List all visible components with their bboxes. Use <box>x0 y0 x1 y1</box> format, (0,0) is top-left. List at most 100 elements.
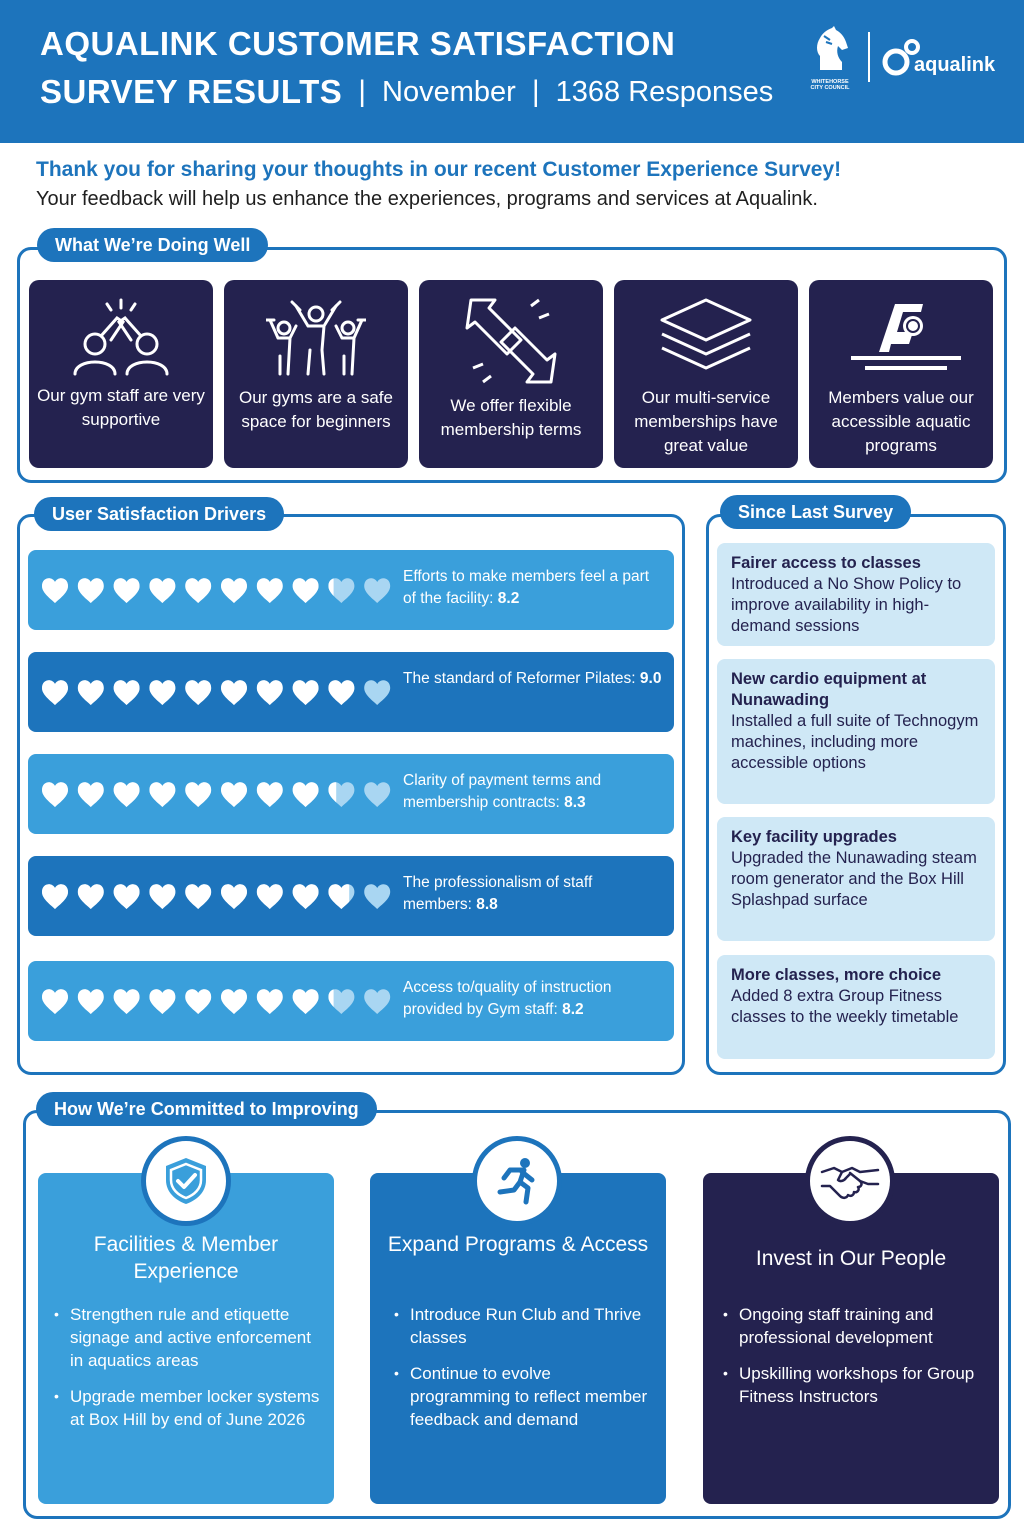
well-card-text: Our gym staff are very supportive <box>37 386 205 429</box>
heart-icon <box>364 782 391 807</box>
intro-title: Thank you for sharing your thoughts in o… <box>36 158 842 181</box>
heart-icon <box>292 884 319 909</box>
well-card-text: We offer flexible membership terms <box>440 396 582 439</box>
heart-icon <box>77 680 104 705</box>
heart-icon <box>364 680 391 705</box>
heart-icon <box>113 884 140 909</box>
driver-row: Clarity of payment terms and membership … <box>28 754 674 834</box>
commit-icon-circle <box>805 1136 895 1226</box>
driver-score: 8.3 <box>564 794 586 811</box>
logo-divider <box>868 32 870 82</box>
survey-month: November <box>382 76 516 108</box>
heart-icon <box>256 989 283 1014</box>
intro-subtitle: Your feedback will help us enhance the e… <box>36 188 818 210</box>
doing-well-section <box>17 247 1007 483</box>
heart-icon <box>77 578 104 603</box>
commit-card-title: Expand Programs & Access <box>387 1233 649 1256</box>
commit-bullets: Ongoing staff training and professional … <box>723 1303 987 1421</box>
heart-icon <box>256 782 283 807</box>
heart-icon <box>328 884 355 909</box>
heart-icon <box>221 884 247 909</box>
commit-card-title: Invest in Our People <box>755 1247 947 1270</box>
commit-bullets: Strengthen rule and etiquette signage an… <box>54 1303 322 1444</box>
heart-icon <box>185 782 212 807</box>
commit-card-people: Invest in Our People Ongoing staff train… <box>703 1173 999 1504</box>
aqualink-wordmark: aqualink <box>914 54 996 76</box>
commit-icon-circle <box>472 1136 562 1226</box>
heart-icon <box>42 782 68 807</box>
page-subtitle: SURVEY RESULTS | November | 1368 Respons… <box>40 74 773 110</box>
driver-label: The professionalism of staff members: 8.… <box>403 874 593 913</box>
commit-card-facilities: Facilities & Member Experience Strengthe… <box>38 1173 334 1504</box>
since-card-text: Introduced a No Show Policy to improve a… <box>731 575 962 635</box>
commit-card-programs: Expand Programs & Access Introduce Run C… <box>370 1173 666 1504</box>
handshake-icon <box>820 1166 880 1200</box>
since-card-title: More classes, more choice <box>731 966 942 984</box>
council-name: WHITEHORSE CITY COUNCIL <box>810 79 850 91</box>
heart-icon <box>77 989 104 1014</box>
heart-icon <box>256 680 283 705</box>
heart-icon <box>256 578 283 603</box>
heart-icon <box>364 578 391 603</box>
since-card-text: Added 8 extra Group Fitness classes to t… <box>731 987 959 1026</box>
heart-icon <box>221 578 247 603</box>
heart-icon <box>113 989 140 1014</box>
commit-bullet: Strengthen rule and etiquette signage an… <box>54 1303 322 1372</box>
page-title: AQUALINK CUSTOMER SATISFACTION <box>40 25 676 62</box>
heart-rating <box>42 680 391 705</box>
heart-icon <box>185 578 212 603</box>
commit-bullets: Introduce Run Club and Thrive classes Co… <box>394 1303 654 1444</box>
council-logo: WHITEHORSE CITY COUNCIL <box>806 26 854 92</box>
commit-card-title: Facilities & Member Experience <box>93 1233 279 1283</box>
heart-icon <box>113 680 140 705</box>
heart-icon <box>221 782 247 807</box>
driver-row: Access to/quality of instruction provide… <box>28 961 674 1041</box>
since-card-title: Key facility upgrades <box>731 828 897 846</box>
since-card-text: Upgraded the Nunawading steam room gener… <box>731 849 977 909</box>
high-five-icon <box>73 298 169 376</box>
layers-icon <box>660 298 752 370</box>
aqualink-logo: aqualink <box>882 36 1006 82</box>
driver-row: The professionalism of staff members: 8.… <box>28 856 674 936</box>
heart-icon <box>42 578 68 603</box>
logo-area: WHITEHORSE CITY COUNCIL aqualink <box>806 26 1006 92</box>
well-card-flexible: We offer flexible membership terms <box>419 280 603 468</box>
heart-icon <box>185 680 212 705</box>
commit-bullet: Introduce Run Club and Thrive classes <box>394 1303 654 1349</box>
horse-logo-icon <box>817 26 848 70</box>
heart-rating <box>42 989 391 1014</box>
heart-icon <box>185 884 212 909</box>
heart-icon <box>42 680 68 705</box>
heart-icon <box>149 782 176 807</box>
heart-rating <box>42 782 391 807</box>
heart-icon <box>77 884 104 909</box>
since-card-text: Installed a full suite of Technogym mach… <box>731 712 979 772</box>
heart-icon <box>328 782 355 807</box>
commit-bullet: Ongoing staff training and professional … <box>723 1303 987 1349</box>
well-card-text: Our gyms are a safe space for beginners <box>238 388 393 431</box>
heart-icon <box>149 989 176 1014</box>
since-heading: Since Last Survey <box>720 495 912 529</box>
doing-well-heading: What We’re Doing Well <box>37 228 269 262</box>
heart-icon <box>328 680 355 705</box>
driver-score: 9.0 <box>639 670 662 687</box>
since-card-title: New cardio equipment at Nunawading <box>731 670 927 709</box>
since-card: More classes, more choice Added 8 extra … <box>717 955 995 1059</box>
driver-label: The standard of Reformer Pilates: 9.0 <box>403 670 662 687</box>
header-banner: AQUALINK CUSTOMER SATISFACTION SURVEY RE… <box>0 0 1024 143</box>
driver-label: Clarity of payment terms and membership … <box>403 772 602 811</box>
heart-icon <box>292 578 319 603</box>
since-card: Fairer access to classes Introduced a No… <box>717 543 995 646</box>
driver-score: 8.2 <box>562 1001 584 1018</box>
well-card-staff: Our gym staff are very supportive <box>29 280 213 468</box>
response-count: 1368 Responses <box>555 76 774 108</box>
heart-icon <box>364 989 391 1014</box>
title-separator: | <box>358 75 367 108</box>
commit-icon-circle <box>141 1136 231 1226</box>
committed-section <box>23 1110 1011 1519</box>
heart-icon <box>364 884 391 909</box>
heart-icon <box>149 884 176 909</box>
heart-rating <box>42 578 391 603</box>
heart-icon <box>149 680 176 705</box>
title-separator: | <box>531 75 540 108</box>
